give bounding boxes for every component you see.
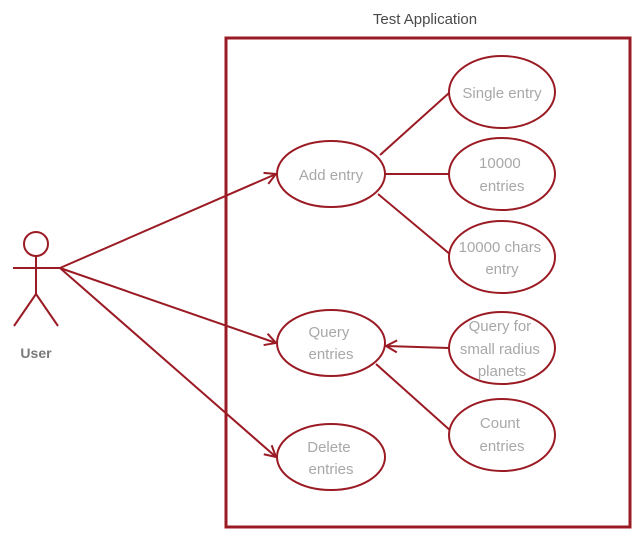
system-title: Test Application (373, 11, 477, 28)
actor-label: User (20, 345, 52, 361)
label-line: Single entry (462, 85, 542, 102)
use-case-single-entry (448, 55, 556, 129)
actor-user (13, 231, 62, 327)
actor-head (23, 231, 49, 257)
use-case-label-count-entries: Count entries (479, 415, 524, 455)
actor-associations (59, 174, 276, 457)
label-line: planets (478, 363, 526, 380)
label-line: 10000 chars (459, 239, 542, 256)
rel-add-chars (377, 193, 452, 256)
label-line: entries (479, 438, 524, 455)
use-case-delete-entries (276, 423, 386, 491)
assoc-user-query-entries (59, 267, 276, 343)
use-case-label-add-entry: Add entry (299, 167, 364, 184)
use-case-count-entries (448, 398, 556, 472)
label-line: entry (485, 261, 519, 278)
use-case-10000-chars-entry (448, 220, 556, 294)
use-case-ellipses (276, 55, 556, 491)
label-line: Query for (469, 318, 532, 335)
assoc-user-delete-entries (59, 267, 276, 457)
use-case-label-delete-entries: Delete entries (307, 439, 355, 478)
label-line: Query (308, 324, 349, 341)
assoc-user-add-entry (59, 174, 276, 269)
actor-left-leg (13, 293, 37, 327)
rel-add-single (379, 92, 450, 156)
label-line: Delete (307, 439, 350, 456)
use-case-add-entry (276, 140, 386, 208)
label-line: entries (308, 461, 353, 478)
label-line: entries (308, 346, 353, 363)
use-case-query-entries (276, 309, 386, 377)
label-line: 10000 (479, 155, 521, 172)
use-case-label-10000-entries: 10000 entries (479, 155, 525, 195)
rel-query-small-radius (386, 346, 450, 348)
system-boundary (224, 36, 632, 529)
label-line: small radius (460, 341, 540, 358)
use-case-label-query-entries: Query entries (308, 324, 353, 363)
use-case-relations (375, 92, 453, 433)
label-line: entries (479, 178, 524, 195)
use-case-10000-entries (448, 137, 556, 211)
use-case-label-query-small-radius: Query for small radius planets (460, 318, 544, 380)
use-case-label-10000-chars-entry: 10000 chars entry (459, 239, 546, 278)
label-line: Add entry (299, 167, 364, 184)
use-case-label-single-entry: Single entry (462, 85, 542, 102)
rel-query-count (375, 363, 453, 433)
actor-right-leg (35, 293, 59, 327)
use-case-query-small-radius (448, 311, 556, 385)
label-line: Count (480, 415, 521, 432)
